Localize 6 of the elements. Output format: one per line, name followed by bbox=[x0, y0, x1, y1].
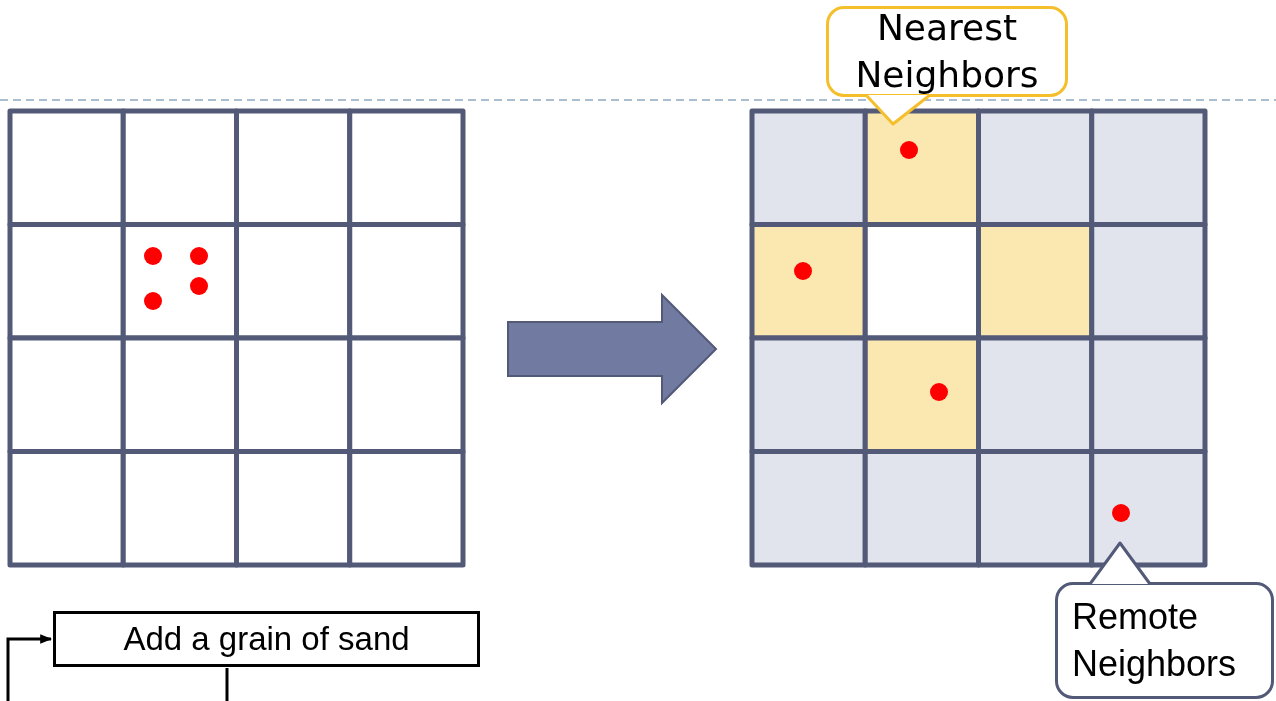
process-box bbox=[53, 611, 480, 667]
block-arrow bbox=[507, 292, 718, 406]
process-label: Add a grain of sand bbox=[123, 620, 410, 658]
arrow bbox=[6, 634, 53, 701]
callout-text: Nearest Neighbors bbox=[854, 5, 1040, 97]
callout-text: Remote Neighbors bbox=[1072, 594, 1238, 686]
